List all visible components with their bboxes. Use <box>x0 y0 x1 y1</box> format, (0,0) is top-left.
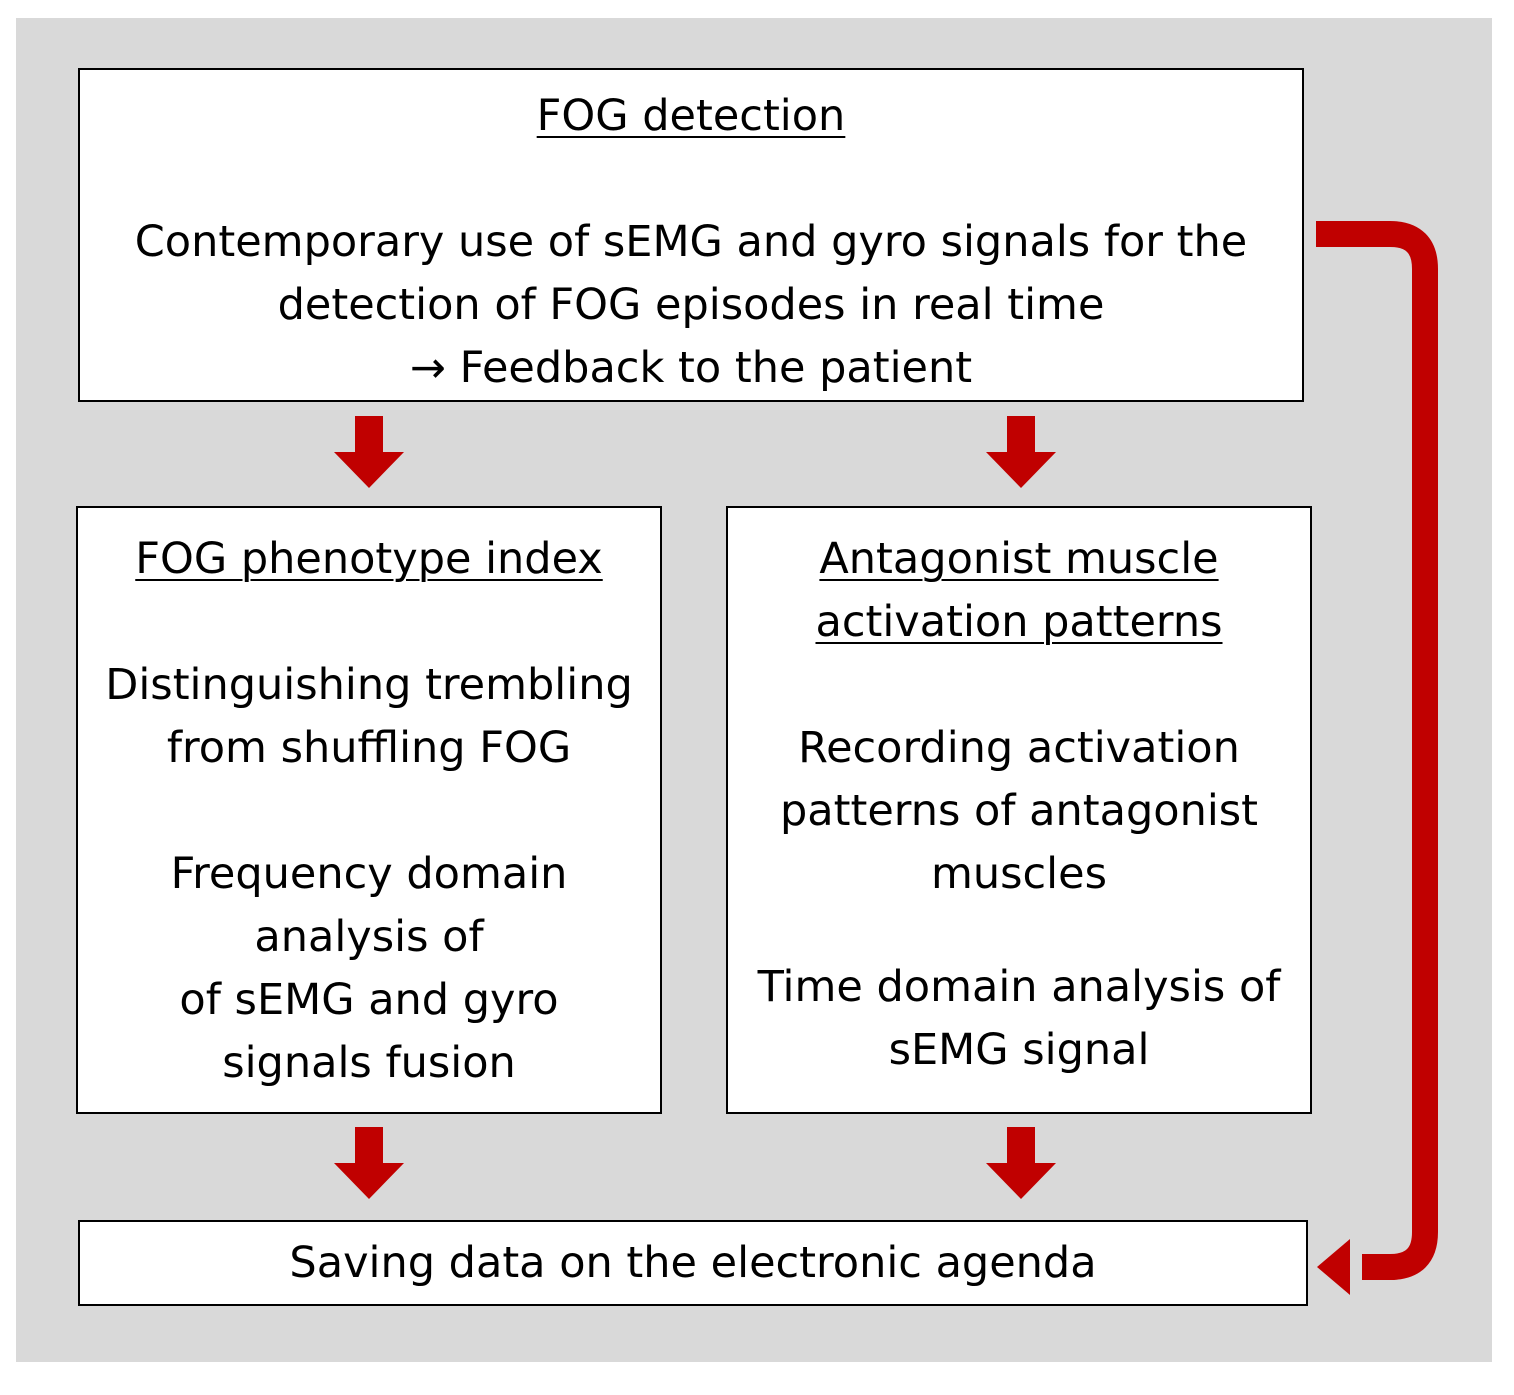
fog-phenotype-title: FOG phenotype index <box>135 534 603 584</box>
fog-phenotype-box: FOG phenotype index Distinguishing tremb… <box>76 506 662 1114</box>
antagonist-box: Antagonist muscle activation patterns Re… <box>726 506 1312 1114</box>
antagonist-para2-line2: sEMG signal <box>888 1025 1150 1075</box>
phenotype-para2-line2: analysis of <box>254 912 484 962</box>
down-arrow-icon <box>334 416 404 488</box>
antagonist-para1-line2: patterns of antagonist <box>779 786 1259 836</box>
fog-detection-title: FOG detection <box>536 91 846 141</box>
fog-detection-text-line2: detection of FOG episodes in real time <box>277 280 1105 330</box>
down-arrow-icon <box>986 1127 1056 1199</box>
phenotype-para2-line1: Frequency domain <box>170 849 568 899</box>
fog-detection-box: FOG detection Contemporary use of sEMG a… <box>78 68 1304 402</box>
antagonist-para1-line3: muscles <box>931 849 1107 899</box>
down-arrow-icon <box>334 1127 404 1199</box>
saving-label: Saving data on the electronic agenda <box>289 1238 1097 1288</box>
antagonist-para1-line1: Recording activation <box>798 723 1240 773</box>
saving-box: Saving data on the electronic agenda <box>78 1220 1308 1306</box>
phenotype-para2-line4: signals fusion <box>222 1038 516 1088</box>
phenotype-para2-line3: of sEMG and gyro <box>179 975 559 1025</box>
phenotype-para1-line2: from shuffling FOG <box>166 723 572 773</box>
down-arrow-icon <box>986 416 1056 488</box>
fog-detection-text-line1: Contemporary use of sEMG and gyro signal… <box>134 217 1248 267</box>
return-arrow-icon <box>1316 221 1438 1295</box>
antagonist-title-line2: activation patterns <box>815 597 1223 647</box>
antagonist-title-line1: Antagonist muscle <box>819 534 1219 584</box>
phenotype-para1-line1: Distinguishing trembling <box>105 660 633 710</box>
antagonist-para2-line1: Time domain analysis of <box>757 962 1281 1012</box>
fog-detection-text-line3: → Feedback to the patient <box>409 343 973 393</box>
